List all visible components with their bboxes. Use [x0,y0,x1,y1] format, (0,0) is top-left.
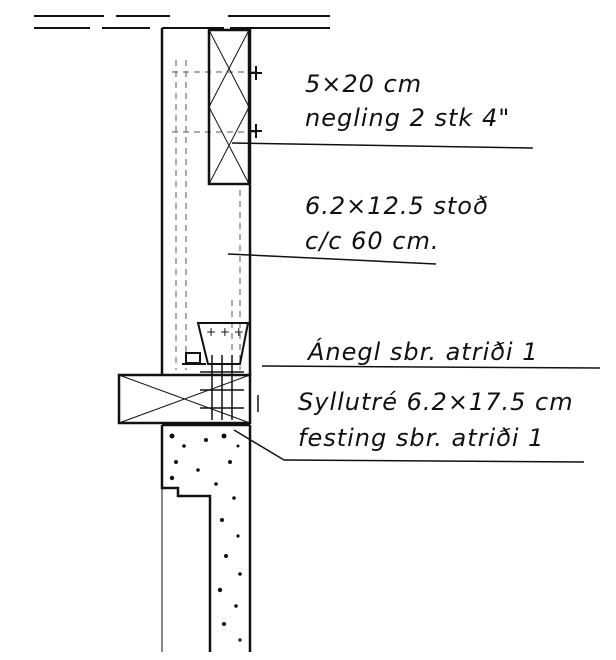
sill-bolts [200,355,259,420]
annotation-sill-plate: Syllutré 6.2×17.5 cm [298,388,574,416]
joist-nails [250,66,262,138]
svg-text:+ + +: + + + [206,325,244,339]
concrete-foundation [160,423,252,652]
floor-top-lines [34,15,330,29]
sill-plate-section [117,373,252,425]
annotation-fastening: festing sbr. atriði 1 [298,424,544,452]
annotation-anchor: Ánegl sbr. atriði 1 [306,337,539,366]
leader-lines [227,142,601,463]
annotation-stud-spacing: c/c 60 cm. [305,227,439,255]
annotation-joist-size: 5×20 cm [305,70,422,98]
annotation-joist-nailing: negling 2 stk 4" [305,104,510,132]
anchor-bracket: + + + [182,322,250,365]
concrete-hatch [169,433,242,642]
annotation-stud-size: 6.2×12.5 stoð [305,192,489,220]
hidden-lines [172,60,258,370]
joist-section [207,28,251,186]
